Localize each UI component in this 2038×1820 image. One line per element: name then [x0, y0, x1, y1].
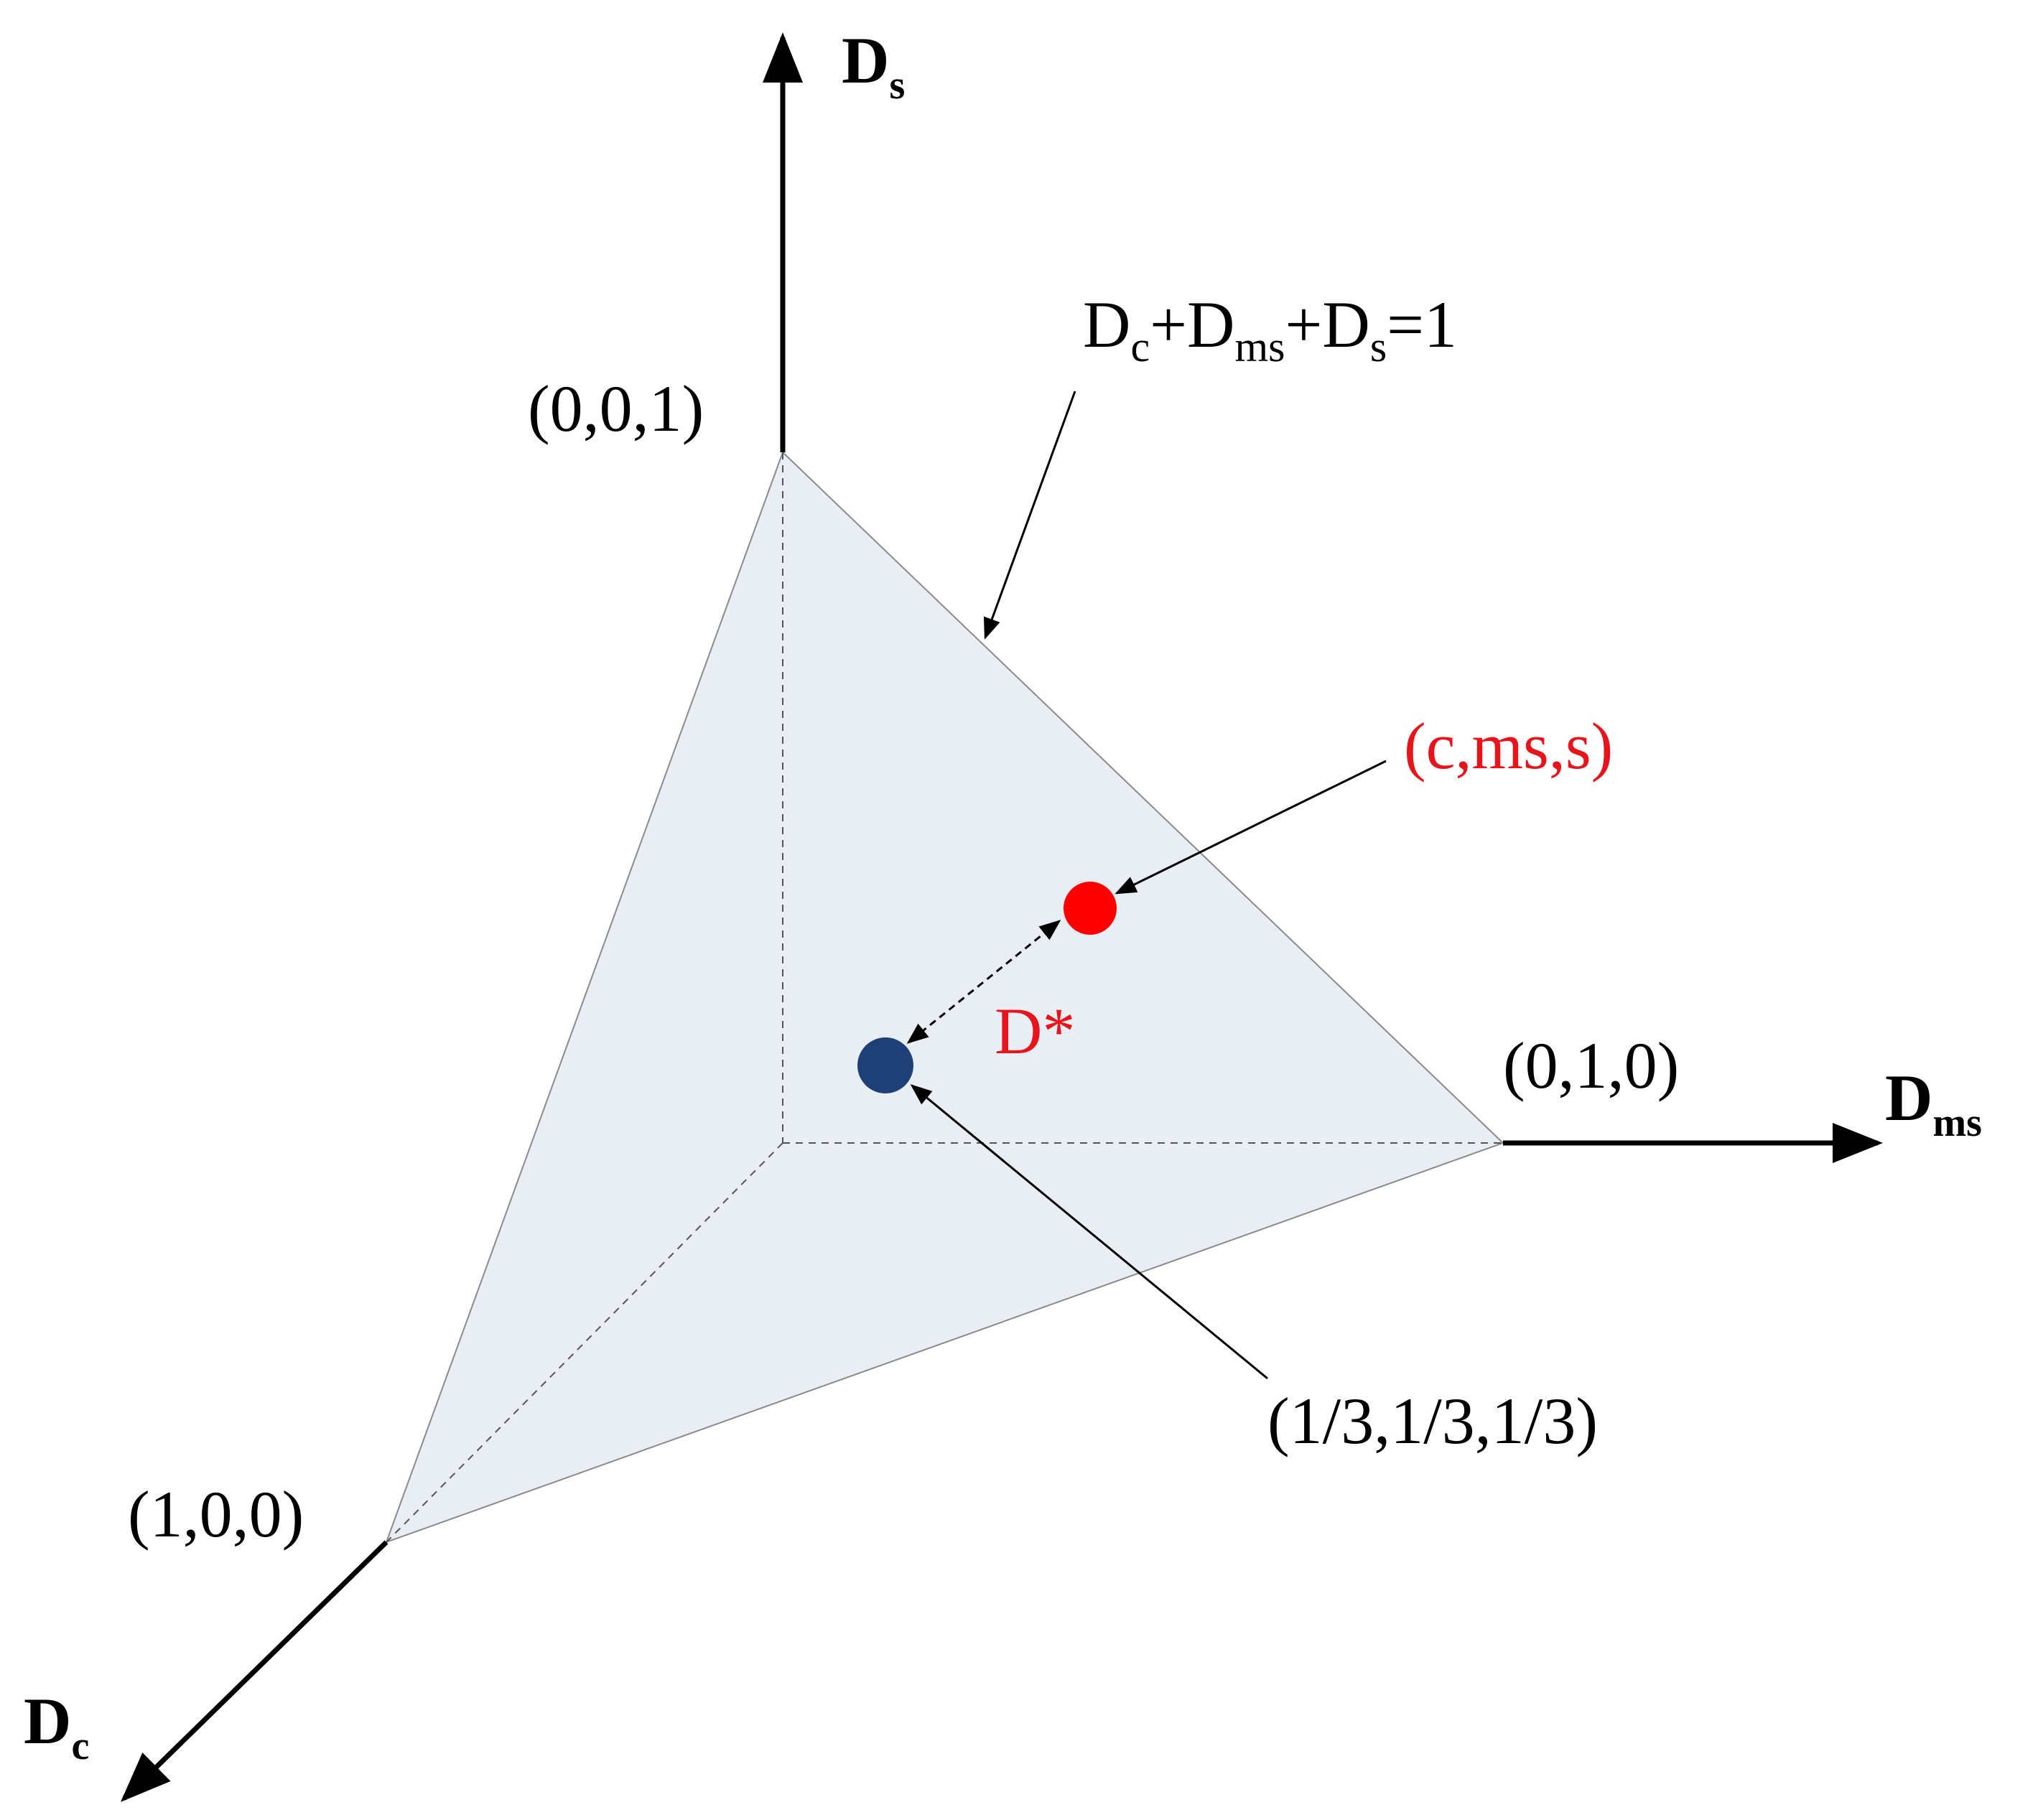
red-point-label: (c,ms,s) [1404, 709, 1613, 783]
vertex-label-top: (0,0,1) [528, 372, 704, 445]
dc-axis-label: Dc [24, 1684, 89, 1768]
blue-point-pointer-arrow [910, 1084, 1268, 1380]
vertex-label-right: (0,1,0) [1503, 1029, 1679, 1102]
vertex-label-left: (1,0,0) [128, 1478, 304, 1551]
hidden-axes-dashed [386, 452, 1503, 1543]
red-point [1064, 882, 1117, 935]
equation-pointer-arrow [983, 391, 1076, 640]
ds-axis-label: Ds [842, 24, 905, 108]
simplex-plane [385, 451, 1504, 1544]
blue-point [857, 1037, 913, 1093]
blue-point-label: (1/3,1/3,1/3) [1267, 1384, 1598, 1457]
red-point-pointer-arrow [1115, 760, 1387, 895]
plane-equation-label: Dc+Dms+Ds=1 [1083, 288, 1457, 370]
dc-axis [120, 1540, 388, 1802]
dashed-dc-segment [386, 1142, 783, 1543]
distance-label: D* [995, 994, 1075, 1068]
dms-axis-label: Dms [1885, 1061, 1982, 1145]
distance-arrow [906, 920, 1061, 1044]
